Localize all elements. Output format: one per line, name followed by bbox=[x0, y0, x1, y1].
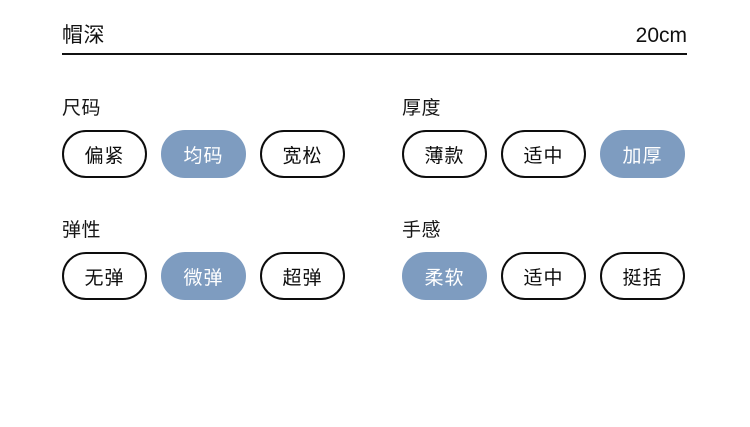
option-pill-elasticity-2[interactable]: 超弹 bbox=[260, 252, 345, 300]
attribute-group-thickness: 厚度 薄款 适中 加厚 bbox=[402, 98, 685, 178]
option-pill-handfeel-2[interactable]: 挺括 bbox=[600, 252, 685, 300]
option-pill-size-2[interactable]: 宽松 bbox=[260, 130, 345, 178]
attribute-group-elasticity: 弹性 无弹 微弹 超弹 bbox=[62, 220, 345, 300]
option-list: 无弹 微弹 超弹 bbox=[62, 252, 345, 300]
attribute-group-label: 尺码 bbox=[62, 98, 102, 119]
measurement-value: 20cm bbox=[635, 24, 687, 47]
attribute-group-label: 手感 bbox=[402, 220, 442, 241]
option-list: 偏紧 均码 宽松 bbox=[62, 130, 345, 178]
option-pill-size-0[interactable]: 偏紧 bbox=[62, 130, 147, 178]
option-list: 薄款 适中 加厚 bbox=[402, 130, 685, 178]
option-pill-thickness-2[interactable]: 加厚 bbox=[600, 130, 685, 178]
option-pill-thickness-1[interactable]: 适中 bbox=[501, 130, 586, 178]
option-pill-thickness-0[interactable]: 薄款 bbox=[402, 130, 487, 178]
option-pill-elasticity-0[interactable]: 无弹 bbox=[62, 252, 147, 300]
measurement-header: 帽深 20cm bbox=[62, 24, 687, 55]
measurement-label: 帽深 bbox=[62, 24, 105, 47]
attribute-group-label: 弹性 bbox=[62, 220, 102, 241]
option-list: 柔软 适中 挺括 bbox=[402, 252, 685, 300]
attribute-row-1: 尺码 偏紧 均码 宽松 厚度 薄款 适中 加厚 bbox=[0, 98, 750, 220]
option-pill-size-1[interactable]: 均码 bbox=[161, 130, 246, 178]
attribute-group-handfeel: 手感 柔软 适中 挺括 bbox=[402, 220, 685, 300]
attribute-groups: 尺码 偏紧 均码 宽松 厚度 薄款 适中 加厚 弹性 bbox=[0, 98, 750, 342]
attribute-group-size: 尺码 偏紧 均码 宽松 bbox=[62, 98, 345, 178]
attribute-group-label: 厚度 bbox=[402, 98, 442, 119]
option-pill-handfeel-0[interactable]: 柔软 bbox=[402, 252, 487, 300]
attribute-row-2: 弹性 无弹 微弹 超弹 手感 柔软 适中 挺括 bbox=[0, 220, 750, 342]
option-pill-handfeel-1[interactable]: 适中 bbox=[501, 252, 586, 300]
option-pill-elasticity-1[interactable]: 微弹 bbox=[161, 252, 246, 300]
